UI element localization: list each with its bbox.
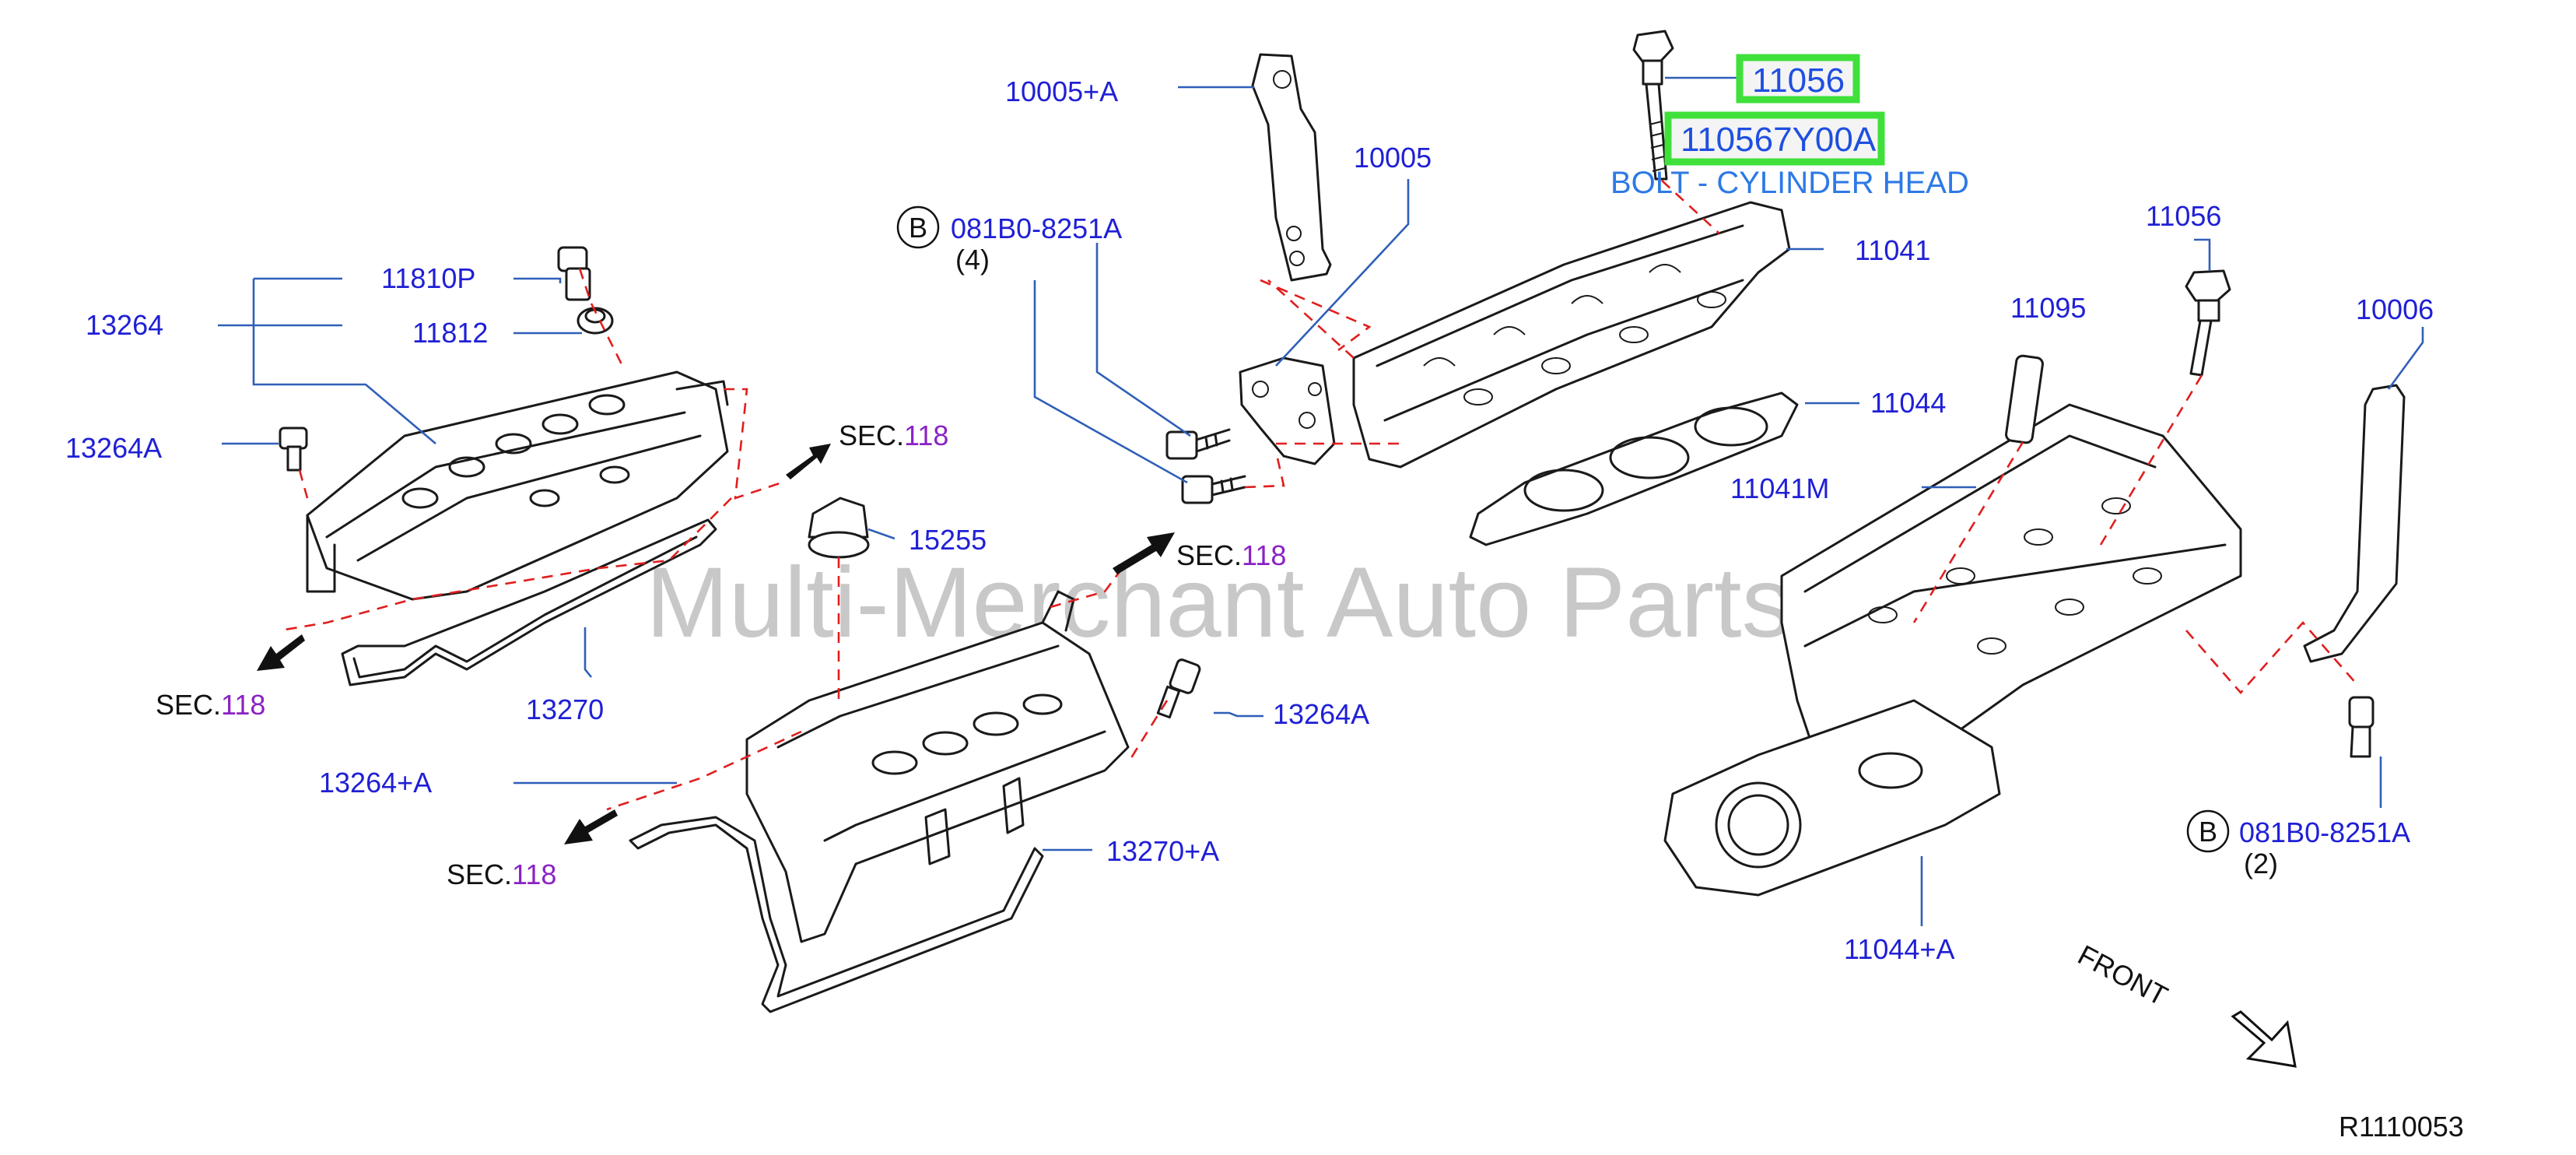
circle-b-top: B: [896, 205, 940, 249]
front-label: FRONT: [2073, 939, 2173, 1012]
gasket-13270a[interactable]: [629, 816, 1044, 1013]
front-arrow-icon: [2231, 1010, 2297, 1068]
label-bolt-081b0-right-qty: (2): [2244, 848, 2278, 879]
circle-b-right: B: [2186, 809, 2230, 853]
bolt-13264a-left[interactable]: [279, 427, 308, 472]
highlight-part-number[interactable]: 11056: [1736, 54, 1860, 104]
label-10005a[interactable]: 10005+A: [1005, 75, 1118, 107]
highlight-oem-number-text: 110567Y00A: [1681, 121, 1877, 159]
label-13270[interactable]: 13270: [526, 693, 604, 725]
bolt-081b0-right[interactable]: [2348, 696, 2374, 758]
label-13264[interactable]: 13264: [86, 309, 163, 341]
cylinder-head-11041m[interactable]: [1780, 403, 2242, 780]
label-11810p[interactable]: 11810P: [381, 262, 475, 294]
label-11041m[interactable]: 11041M: [1730, 472, 1829, 504]
label-11095[interactable]: 11095: [2010, 292, 2086, 324]
svg-text:B: B: [2199, 816, 2217, 848]
sec-ref-2[interactable]: SEC.118: [1176, 539, 1286, 571]
label-bolt-081b0-right[interactable]: 081B0-8251A: [2239, 816, 2410, 848]
label-11056-right[interactable]: 11056: [2146, 200, 2221, 232]
label-15255[interactable]: 15255: [909, 524, 987, 556]
label-bolt-081b0-top[interactable]: 081B0-8251A: [951, 212, 1122, 244]
label-10005[interactable]: 10005: [1354, 142, 1432, 174]
label-13264a-middle[interactable]: 13264A: [1273, 698, 1369, 730]
diagram-code: R1110053: [2339, 1111, 2464, 1143]
highlight-oem-number[interactable]: 110567Y00A: [1664, 111, 1885, 166]
svg-text:B: B: [909, 212, 927, 244]
label-11812[interactable]: 11812: [412, 317, 488, 349]
sec-ref-3[interactable]: SEC.118: [156, 689, 265, 721]
label-bolt-081b0-top-qty: (4): [955, 244, 990, 276]
sec-arrows: [257, 444, 1175, 844]
bolt-13264a-middle[interactable]: [1156, 658, 1201, 719]
bracket-10005[interactable]: [1239, 356, 1336, 465]
label-11041[interactable]: 11041: [1855, 234, 1930, 266]
head-gasket-11044a[interactable]: [1663, 699, 2001, 897]
dowel-11095[interactable]: [2005, 354, 2044, 444]
valve-cover-left[interactable]: [306, 370, 729, 601]
label-13270plusa[interactable]: 13270+A: [1106, 835, 1219, 867]
label-13264a-left[interactable]: 13264A: [65, 432, 162, 464]
dashed-connectors: [279, 180, 2358, 811]
valve-cover-right[interactable]: [745, 590, 1130, 943]
label-13264plusa[interactable]: 13264+A: [319, 767, 432, 799]
sec-ref-4[interactable]: SEC.118: [447, 858, 556, 890]
highlight-part-number-text: 11056: [1752, 61, 1845, 100]
bolt-081b0-lower[interactable]: [1181, 475, 1246, 504]
label-11044plusa[interactable]: 11044+A: [1844, 933, 1954, 965]
pcv-valve-11810p[interactable]: [557, 246, 591, 301]
head-gasket-11044[interactable]: [1469, 391, 1799, 546]
head-bolt-11056-right[interactable]: [2185, 269, 2231, 377]
gasket-13270[interactable]: [341, 518, 717, 686]
watermark: Multi-Merchant Auto Partstore: [646, 547, 1963, 658]
label-10006[interactable]: 10006: [2356, 293, 2434, 325]
cylinder-head-11041[interactable]: [1352, 201, 1791, 469]
sec-ref-1[interactable]: SEC.118: [839, 420, 948, 451]
head-bolt-11056-top[interactable]: [1632, 30, 1674, 181]
bracket-10006[interactable]: [2303, 384, 2406, 663]
oil-filler-cap-15255[interactable]: [808, 497, 870, 559]
highlight-description: BOLT - CYLINDER HEAD: [1610, 166, 1969, 200]
bolt-081b0-upper[interactable]: [1165, 428, 1231, 460]
bracket-10005a[interactable]: [1251, 53, 1332, 282]
leader-lines: [218, 76, 2424, 926]
label-11044[interactable]: 11044: [1870, 387, 1946, 419]
